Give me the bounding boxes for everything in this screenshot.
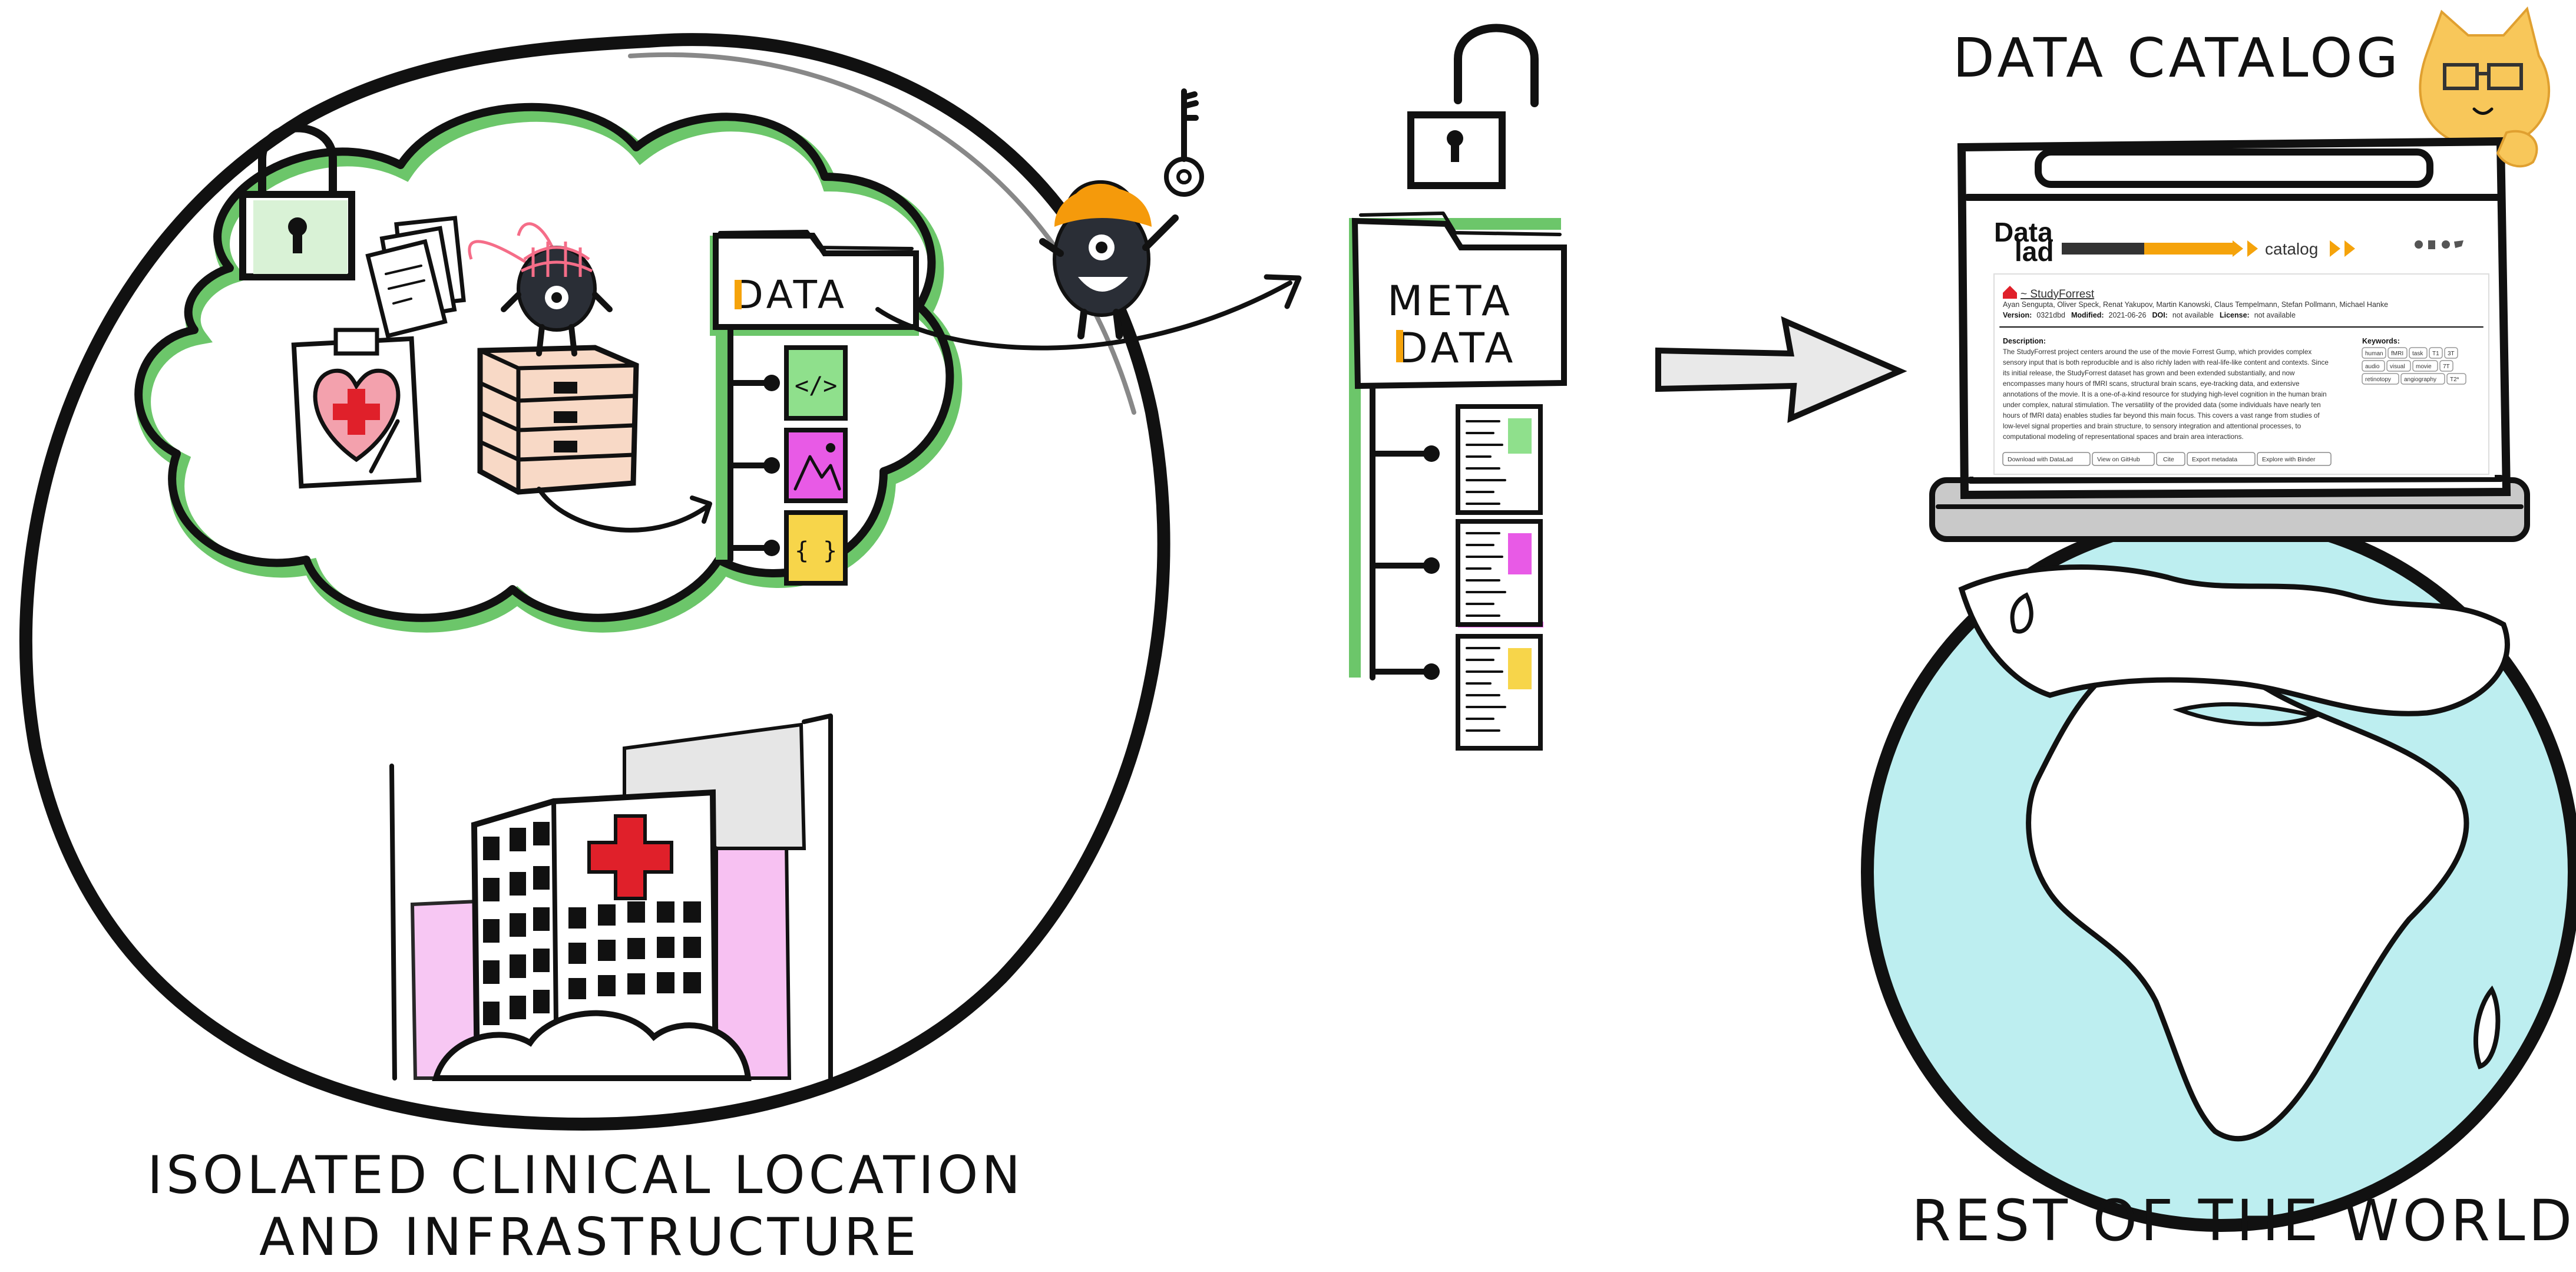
key-icon: [1164, 88, 1204, 197]
metadata-image-file-icon: [1456, 519, 1543, 627]
left-caption-line-2: AND INFRASTRUCTURE: [259, 1207, 920, 1267]
data-folder: DATA: [710, 230, 919, 563]
cloud-outline: [134, 103, 954, 622]
download-datalad-button[interactable]: [2002, 452, 2091, 466]
metadata-code-file-icon: [1456, 404, 1543, 515]
hospital-cross-icon: [587, 814, 673, 900]
data-to-metadata-arrow: [875, 280, 1292, 351]
keyword-tag[interactable]: fMRI: [2391, 351, 2403, 357]
view-github-button[interactable]: [2092, 452, 2155, 466]
view-github-button-label: View on GitHub: [2097, 456, 2140, 463]
keyword-tag[interactable]: movie: [2416, 364, 2432, 370]
description-heading: Description:: [2003, 337, 2046, 345]
hospital-building: [389, 713, 833, 1081]
keyword-tag[interactable]: 7T: [2443, 364, 2450, 370]
datalad-logo-bottom: lad: [2015, 236, 2053, 267]
right-caption: REST OF THE WORLD: [1912, 1188, 2575, 1254]
keywords-heading: Keywords:: [2362, 337, 2400, 345]
metadata-json-file-icon: [1456, 634, 1543, 751]
explore-binder-button[interactable]: [2257, 452, 2332, 466]
website-icon[interactable]: [2415, 240, 2423, 249]
dataset-link[interactable]: ~ StudyForrest: [2021, 288, 2095, 300]
datalad-logo: Data lad catalog: [1994, 217, 2355, 267]
svg-text:</>: </>: [795, 372, 837, 399]
docs-icon[interactable]: [2428, 240, 2435, 249]
keyword-tag[interactable]: T2*: [2450, 376, 2459, 383]
catalog-title: DATA CATALOG: [1953, 27, 2402, 90]
cat-mascot: [2419, 6, 2551, 149]
open-lock-icon: [1407, 24, 1539, 189]
cite-button-label: Cite: [2163, 456, 2174, 463]
monster-with-brain-cap: [468, 222, 613, 356]
social-icons[interactable]: [2415, 240, 2463, 249]
cat-paw: [2496, 130, 2538, 168]
local-cloud: [134, 103, 963, 633]
home-icon[interactable]: [2003, 286, 2017, 299]
closed-lock-icon: [239, 124, 355, 280]
keyword-tag[interactable]: angiography: [2404, 376, 2436, 383]
globe: [1861, 512, 2576, 1232]
keyword-tag[interactable]: retinotopy: [2365, 376, 2391, 383]
medical-record-icon: [291, 328, 422, 489]
documents-icon: [365, 216, 466, 339]
keyword-tag[interactable]: visual: [2390, 364, 2405, 370]
server-to-data-arrow: [537, 487, 709, 533]
cite-button[interactable]: [2156, 452, 2185, 466]
svg-text:{ }: { }: [795, 537, 837, 564]
catalog-page: Data lad catalog ~ StudyForrest Ayan Sen…: [1993, 217, 2489, 475]
json-file-icon: { }: [784, 510, 848, 586]
dataset-meta: Version: 0321dbd Modified: 2021-06-26 DO…: [2003, 310, 2296, 319]
keyword-tag[interactable]: human: [2365, 351, 2383, 357]
metadata-folder-label-2: DATA: [1396, 324, 1516, 372]
datalad-logo-top: Data: [1994, 217, 2053, 247]
dataset-authors: Ayan Sengupta, Oliver Speck, Renat Yakup…: [2003, 300, 2388, 309]
export-metadata-button-label: Export metadata: [2192, 456, 2237, 463]
keyword-tags: human fMRI task T1 3T audio visual movie…: [2362, 347, 2466, 385]
data-folder-label: DATA: [733, 272, 848, 318]
download-datalad-button-label: Download with DataLad: [2008, 456, 2073, 463]
server-icon: [477, 345, 639, 495]
keyword-tag[interactable]: audio: [2365, 364, 2380, 370]
keyword-tag[interactable]: 3T: [2448, 351, 2455, 357]
action-buttons: Download with DataLad View on GitHub Cit…: [2002, 452, 2332, 466]
datalad-logo-word: catalog: [2265, 240, 2318, 258]
left-caption-line-1: ISOLATED CLINICAL LOCATION: [147, 1145, 1024, 1205]
keyword-tag[interactable]: task: [2412, 351, 2423, 357]
dataset-description: The StudyForrest project centers around …: [2003, 348, 2330, 441]
explore-binder-button-label: Explore with Binder: [2262, 456, 2316, 463]
export-metadata-button[interactable]: [2187, 452, 2256, 466]
monster-with-key: [1039, 88, 1204, 339]
metadata-folder-label-1: META: [1387, 277, 1513, 325]
publish-arrow: [1655, 316, 1907, 423]
isolated-location-enclosure: [19, 33, 1170, 1131]
image-file-icon: [784, 428, 848, 503]
github-icon[interactable]: [2442, 240, 2450, 249]
twitter-icon[interactable]: [2454, 240, 2463, 248]
metadata-folder: META DATA: [1349, 212, 1567, 680]
keyword-tag[interactable]: T1: [2432, 351, 2439, 357]
code-file-icon: </>: [784, 345, 848, 421]
